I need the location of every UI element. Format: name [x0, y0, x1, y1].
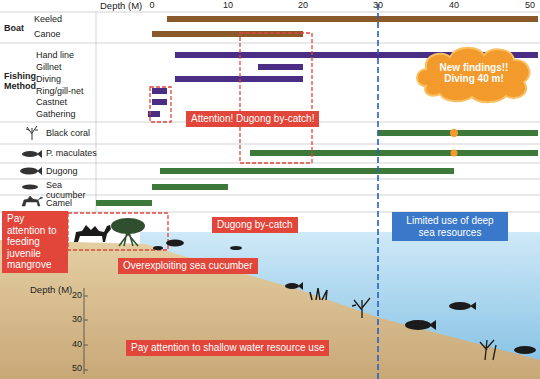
warning-box: Attention! Dugong by-catch! [186, 111, 319, 127]
row-label: Camel [46, 199, 72, 209]
axis-number: 40 [72, 340, 82, 350]
box-text: Pay attention to shallow water resource … [131, 342, 324, 354]
note-box: Limited use of deep sea resources [392, 212, 508, 241]
axis-number: 20 [72, 291, 82, 301]
warning-box: Overexploiting sea cucumber [118, 258, 258, 274]
warning-box: Dugong by-catch [212, 217, 298, 233]
group-label: Boat [4, 24, 24, 34]
row-label: Ring/gill-net [36, 87, 84, 97]
group-label: Fishing Method [4, 72, 34, 92]
box-text: Pay attention to feeding juvenile mangro… [7, 213, 63, 271]
box-text: Attention! Dugong by-catch! [191, 113, 314, 125]
axis-number: 0 [149, 1, 154, 11]
row-label: Castnet [36, 98, 67, 108]
axis-number: 10 [223, 1, 233, 11]
axis-title: Depth (M) [30, 285, 72, 295]
row-label: P. maculates [46, 149, 97, 159]
row-label: Dugong [46, 167, 78, 177]
box-text: Dugong by-catch [217, 219, 293, 231]
axis-number: 30 [72, 315, 82, 325]
box-text: Limited use of deep sea resources [397, 215, 503, 238]
box-text: New findings!! Diving 40 m! [434, 62, 514, 85]
box-text: Overexploiting sea cucumber [123, 260, 253, 272]
axis-number: 50 [525, 1, 535, 11]
row-label: Gathering [36, 110, 76, 120]
warning-box: Pay attention to shallow water resource … [126, 340, 329, 356]
row-label: Black coral [46, 129, 90, 139]
row-label: Diving [36, 75, 61, 85]
callout-cloud: New findings!! Diving 40 m! [412, 42, 536, 104]
row-label: Gillnet [36, 63, 62, 73]
row-label: Sea cucumber [46, 181, 86, 201]
axis-title: Depth (M) [100, 1, 142, 11]
axis-number: 20 [298, 1, 308, 11]
axis-number: 30 [373, 1, 383, 11]
row-label: Canoe [34, 30, 61, 40]
warning-box: Pay attention to feeding juvenile mangro… [2, 211, 68, 273]
axis-number: 50 [72, 364, 82, 374]
row-label: Hand line [36, 51, 74, 61]
row-label: Keeled [34, 15, 62, 25]
axis-number: 40 [449, 1, 459, 11]
